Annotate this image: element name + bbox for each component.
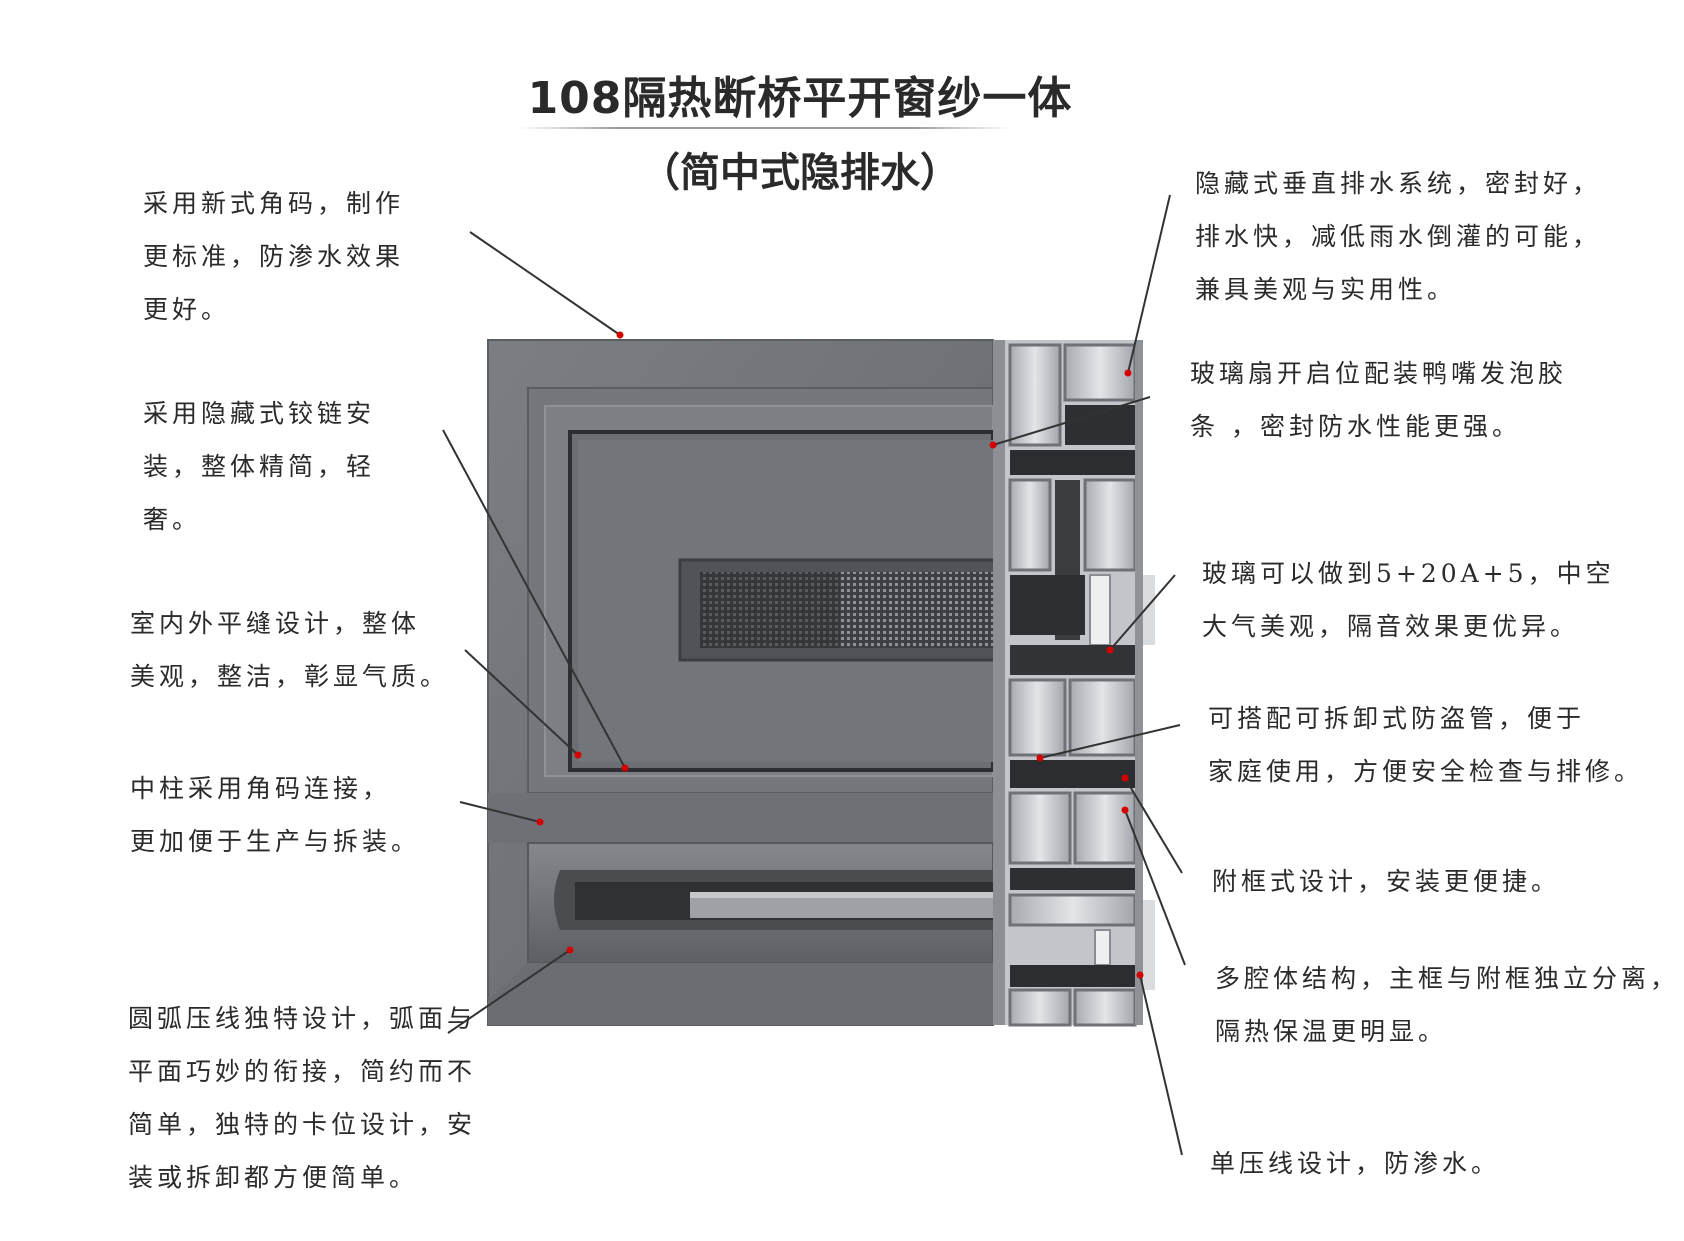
annotation-line: 排水快，减低雨水倒灌的可能， [1195,222,1602,251]
annotation-arc-bead: 圆弧压线独特设计，弧面与 平面巧妙的衔接，简约而不 简单，独特的卡位设计，安 装… [128,992,476,1204]
callout-marker [1036,754,1044,762]
leader-line-12 [1139,974,1183,1156]
annotation-line: 可搭配可拆卸式防盗管，便于 [1208,704,1586,733]
middle-mullion [488,793,993,843]
annotation-line: 更加便于生产与拆装。 [130,827,421,856]
annotation-security-bars: 可搭配可拆卸式防盗管，便于 家庭使用，方便安全检查与排修。 [1208,692,1643,798]
annotation-hidden-hinge: 采用隐藏式铰链安 装，整体精简，轻 奢。 [143,387,375,546]
callout-marker [566,946,574,954]
leader-line-8 [1109,574,1176,651]
annotation-line: 装，整体精简，轻 [143,452,376,481]
leader-line-6 [1127,194,1171,374]
annotation-corner-connector: 采用新式角码，制作 更标准，防渗水效果 更好。 [143,177,404,336]
callout-markers [536,331,1144,979]
annotation-line: 简单，独特的卡位设计，安 [128,1110,477,1139]
callout-marker [1121,774,1129,782]
annotation-single-bead: 单压线设计，防渗水。 [1210,1137,1500,1190]
insect-screen [678,558,1015,662]
callout-marker [1106,646,1114,654]
annotation-line: 玻璃扇开启位配装鸭嘴发泡胶 [1190,359,1568,388]
diagram-subtitle: （简中式隐排水） [640,150,960,196]
annotation-line: 采用隐藏式铰链安 [143,399,376,428]
leader-lines-left [442,231,626,1034]
leader-line-1 [469,231,621,336]
lower-sill [488,842,994,1025]
diagram-title: 108隔热断桥平开窗纱一体 [527,73,1073,124]
annotation-line: 兼具美观与实用性。 [1195,275,1457,304]
annotation-line: 隔热保温更明显。 [1215,1017,1448,1046]
annotation-line: 装或拆卸都方便简单。 [128,1163,419,1192]
annotation-line: 圆弧压线独特设计，弧面与 [128,1004,477,1033]
annotation-line: 平面巧妙的衔接，简约而不 [128,1057,477,1086]
annotation-flush-seam: 室内外平缝设计，整体 美观，整洁，彰显气质。 [130,597,449,703]
annotation-line: 奢。 [143,505,202,534]
leader-line-10 [1124,777,1183,874]
annotation-line: 家庭使用，方便安全检查与排修。 [1208,757,1644,786]
annotation-line: 多腔体结构，主框与附框独立分离， [1215,964,1680,993]
callout-marker [616,331,624,339]
leader-line-11 [1124,809,1186,966]
annotation-line: 条 ，密封防水性能更强。 [1190,412,1521,441]
callout-marker [1136,971,1144,979]
callout-marker [989,441,997,449]
callout-marker [621,764,629,772]
leader-line-9 [1039,724,1181,759]
title-divider [520,127,1010,129]
annotation-line: 室内外平缝设计，整体 [130,609,421,638]
annotation-glass: 玻璃可以做到5+20A+5，中空 大气美观，隔音效果更优异。 [1202,547,1615,653]
annotation-multi-chamber: 多腔体结构，主框与附框独立分离， 隔热保温更明显。 [1215,952,1679,1058]
annotation-line: 单压线设计，防渗水。 [1210,1149,1501,1178]
annotation-line: 玻璃可以做到5+20A+5，中空 [1202,559,1615,588]
annotation-drainage: 隐藏式垂直排水系统，密封好， 排水快，减低雨水倒灌的可能， 兼具美观与实用性。 [1195,157,1601,316]
leader-line-4 [459,801,541,823]
annotation-mullion: 中柱采用角码连接， 更加便于生产与拆装。 [130,762,420,868]
callout-marker [1124,369,1132,377]
annotation-line: 隐藏式垂直排水系统，密封好， [1195,169,1602,198]
profile-cross-section [993,340,1155,1027]
leader-line-5 [447,949,571,1034]
annotation-sub-frame: 附框式设计，安装更便捷。 [1212,855,1560,908]
leader-line-3 [464,649,579,756]
annotation-line: 采用新式角码，制作 [143,189,405,218]
leader-line-2 [442,429,626,769]
callout-marker [1121,806,1129,814]
annotation-line: 大气美观，隔音效果更优异。 [1202,612,1580,641]
callout-marker [536,818,544,826]
callout-marker [574,751,582,759]
annotation-line: 中柱采用角码连接， [130,774,392,803]
annotation-line: 附框式设计，安装更便捷。 [1212,867,1561,896]
leader-lines-right [992,194,1186,1156]
annotation-foam-gasket: 玻璃扇开启位配装鸭嘴发泡胶 条 ，密封防水性能更强。 [1190,347,1567,453]
leader-line-7 [992,396,1151,446]
annotation-line: 更标准，防渗水效果 [143,242,405,271]
annotation-line: 更好。 [143,295,231,324]
annotation-line: 美观，整洁，彰显气质。 [130,662,450,691]
